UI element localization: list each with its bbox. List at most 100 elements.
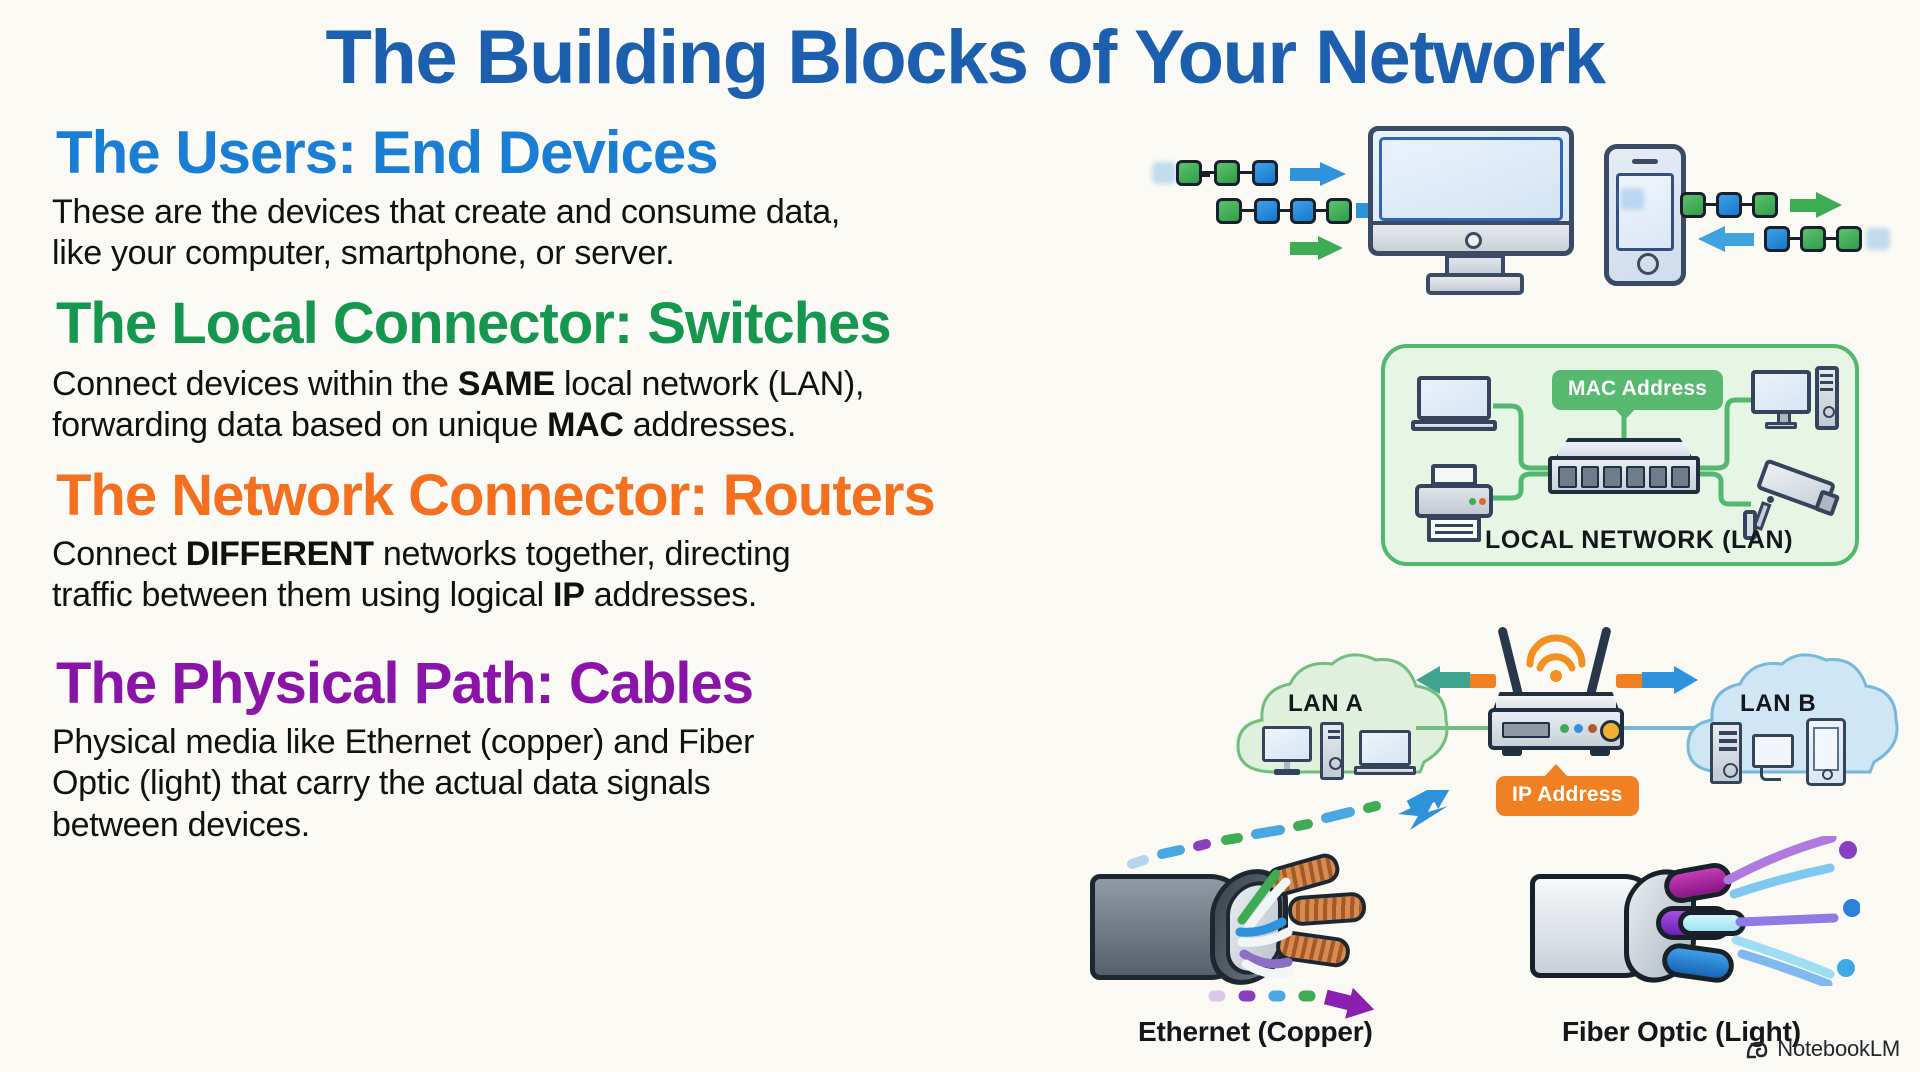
packet-block (1252, 160, 1278, 186)
packet-block (1290, 198, 1316, 224)
packet-link (1240, 171, 1252, 174)
packet-link (1706, 203, 1716, 206)
lan-a-laptop-icon (1354, 730, 1416, 780)
routers-line1-post: networks together, directing (373, 535, 791, 573)
switches-body-line-1: Connect devices within the SAME local ne… (52, 364, 1062, 405)
packet-block (1214, 160, 1240, 186)
security-camera-icon (1741, 458, 1841, 540)
flow-arrow-blue-left (1698, 226, 1754, 252)
phone-speaker (1632, 159, 1658, 164)
switches-body-line-2: forwarding data based on unique MAC addr… (52, 405, 1062, 446)
packet-block (1254, 198, 1280, 224)
notebooklm-spiral-icon (1747, 1041, 1768, 1059)
fiber-optic-caption: Fiber Optic (Light) (1562, 1016, 1801, 1047)
laptop-icon (1411, 376, 1497, 434)
routers-line1-bold: DIFFERENT (185, 535, 374, 573)
monitor-chin (1373, 221, 1569, 251)
lan-caption: LOCAL NETWORK (LAN) (1485, 526, 1794, 554)
router-link-right (1620, 726, 1698, 730)
packet-block (1800, 226, 1826, 252)
cables-body-line-3: between devices. (52, 805, 310, 844)
end-devices-illustration (1150, 118, 1910, 295)
wifi-router-icon (1488, 620, 1624, 768)
section-body-devices: These are the devices that create and co… (52, 192, 952, 275)
section-heading-cables: The Physical Path: Cables (56, 651, 754, 716)
ip-address-badge: IP Address (1496, 776, 1639, 816)
section-body-cables: Physical media like Ethernet (copper) an… (52, 722, 952, 846)
packet-block (1836, 226, 1862, 252)
flow-arrow-green-right (1290, 236, 1346, 260)
printer-icon (1415, 464, 1493, 542)
routers-line2-pre: traffic between them using logical (52, 576, 554, 615)
flow-arrow-green-out (1790, 192, 1844, 218)
switches-line2-bold: MAC (547, 406, 624, 445)
cables-body-line-2: Optic (light) that carry the actual data… (52, 764, 711, 803)
lan-b-tablet-icon (1806, 718, 1846, 786)
packet-ghost-left (1152, 162, 1176, 184)
packet-link (1742, 203, 1752, 206)
switches-line2-post: addresses. (623, 406, 797, 445)
lan-b-monitor-icon (1752, 734, 1796, 782)
packet-link (1202, 171, 1214, 174)
section-heading-routers: The Network Connector: Routers (56, 463, 936, 528)
packet-link (1280, 209, 1290, 212)
packet-block (1764, 226, 1790, 252)
packet-link (1242, 209, 1254, 212)
router-link-left (1416, 726, 1492, 730)
mac-badge-tail (1614, 408, 1636, 420)
watermark: NotebookLM (1745, 1036, 1900, 1062)
router-diagram: LAN A (1220, 598, 1920, 816)
section-heading-switches: The Local Connector: Switches (56, 291, 892, 356)
router-arrow-left (1416, 666, 1498, 694)
packet-ghost-phone (1620, 188, 1644, 210)
packet-link (1790, 237, 1800, 240)
phone-screen (1616, 173, 1674, 251)
ethernet-caption: Ethernet (Copper) (1138, 1016, 1373, 1047)
mac-address-badge: MAC Address (1552, 370, 1724, 410)
section-body-switches: Connect devices within the SAME local ne… (52, 364, 1062, 447)
fiber-optic-cable-icon (1530, 836, 1860, 996)
section-heading-devices: The Users: End Devices (56, 119, 719, 186)
wifi-waves-icon (1526, 634, 1586, 682)
fiber-light-beams (1723, 836, 1860, 986)
desktop-monitor-icon (1368, 126, 1574, 256)
ethernet-signal-top (1127, 790, 1453, 869)
lan-a-label: LAN A (1288, 690, 1364, 717)
cables-body-line-1: Physical media like Ethernet (copper) an… (52, 723, 755, 761)
routers-line2-post: addresses. (584, 576, 758, 615)
packet-block (1176, 160, 1202, 186)
watermark-label: NotebookLM (1777, 1036, 1900, 1061)
packet-block (1680, 192, 1706, 218)
twisted-pairs (1235, 869, 1295, 979)
routers-line1-pre: Connect (52, 535, 186, 573)
phone-home-button (1637, 253, 1659, 275)
packet-ghost-right (1866, 228, 1890, 250)
ethernet-signal-bottom (1208, 987, 1375, 1019)
routers-body-line-1: Connect DIFFERENT networks together, dir… (52, 534, 982, 575)
switches-line1-bold: SAME (457, 365, 555, 403)
lan-b-server-icon (1710, 722, 1742, 784)
packet-link (1196, 174, 1210, 177)
monitor-power-dot (1465, 232, 1482, 249)
switches-line1-post: local network (LAN), (554, 365, 865, 403)
routers-body-line-2: traffic between them using logical IP ad… (52, 575, 982, 616)
packet-block (1752, 192, 1778, 218)
router-arrow-right (1616, 666, 1698, 694)
packet-block (1716, 192, 1742, 218)
devices-body-line-2: like your computer, smartphone, or serve… (52, 234, 675, 273)
monitor-screen (1379, 137, 1563, 221)
lan-network-box: MAC Address LOCAL NETWORK (LAN) (1381, 344, 1859, 566)
cables-illustration: Ethernet (Copper) Fiber Optic (Light) (1090, 790, 1920, 1050)
packet-block (1216, 198, 1242, 224)
packet-link (1826, 237, 1836, 240)
ip-badge-tail (1544, 764, 1568, 777)
routers-line2-bold: IP (553, 576, 585, 615)
lan-a-tower-icon (1320, 722, 1344, 780)
packet-block (1326, 198, 1352, 224)
desktop-pc-icon (1751, 366, 1839, 440)
switches-line1-pre: Connect devices within the (52, 365, 458, 403)
smartphone-icon (1604, 144, 1686, 286)
lan-b-label: LAN B (1740, 690, 1817, 717)
network-switch-icon (1548, 438, 1700, 494)
